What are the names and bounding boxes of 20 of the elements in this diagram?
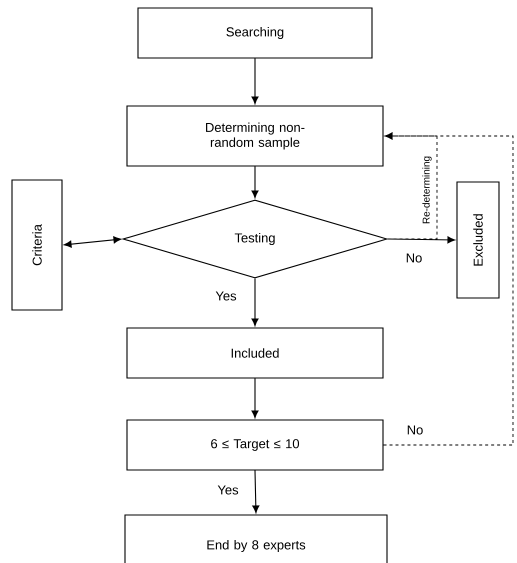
arrow [252,378,258,418]
arrow [252,470,260,514]
edge-label: No [404,252,424,264]
process-box: Criteria [11,179,63,311]
edge-label: Yes [214,290,238,302]
arrow [252,278,258,326]
process-box: 6 ≤ Target ≤ 10 [126,419,384,471]
process-box: Searching [137,7,373,59]
arrow [64,236,122,248]
arrow [388,236,456,244]
arrow [252,58,258,104]
arrow [252,166,258,198]
arrow [383,132,514,446]
edge-label: Re-determining [421,154,433,226]
edge-label: Yes [216,484,240,496]
process-box: End by 8 experts [124,514,388,563]
process-box: Determining non-random sample [126,105,384,167]
edge-label: No [406,424,424,436]
process-box: Excluded [456,181,500,299]
process-box: Included [126,327,384,379]
